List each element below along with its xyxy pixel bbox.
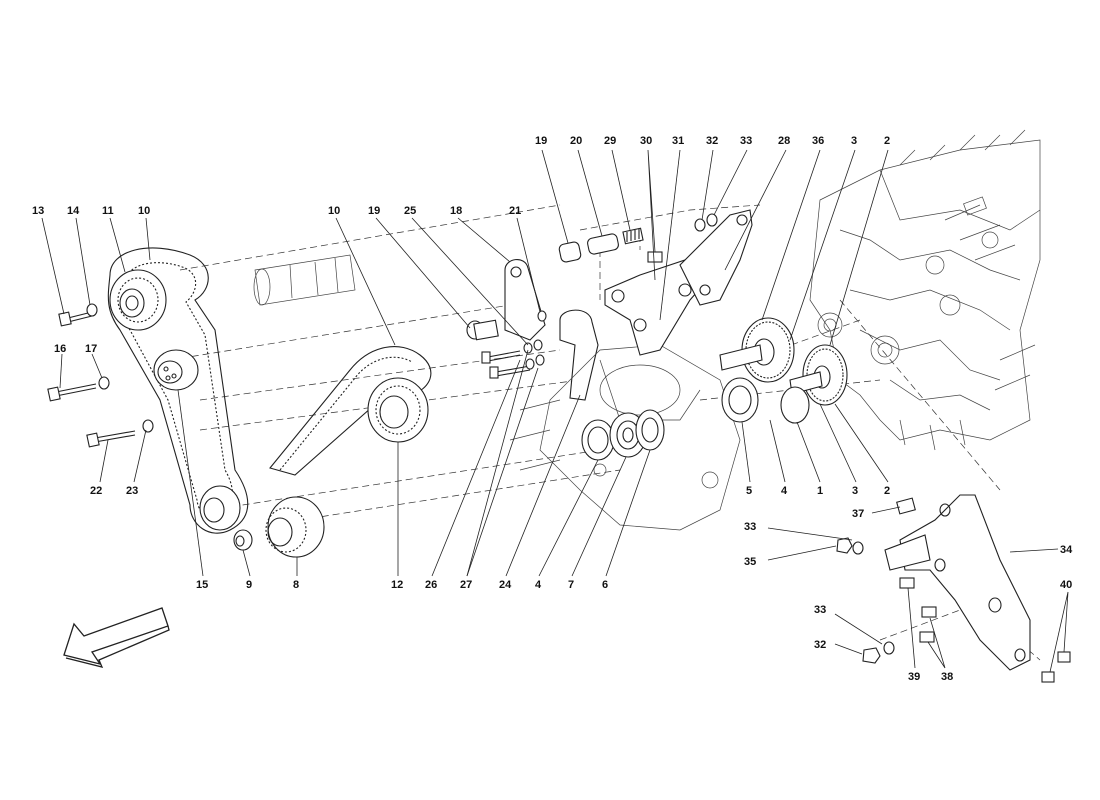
tensioner-bracket xyxy=(466,259,599,401)
callout-34: 34 xyxy=(1060,544,1073,556)
callout-24: 24 xyxy=(499,579,512,591)
camshaft-pulley xyxy=(109,269,167,331)
callout-3-top: 3 xyxy=(851,135,857,147)
callout-29: 29 xyxy=(604,135,616,147)
callout-27: 27 xyxy=(460,579,472,591)
callout-18: 18 xyxy=(450,205,462,217)
idler-pulley xyxy=(199,485,241,531)
callout-25: 25 xyxy=(404,205,416,217)
callout-6: 6 xyxy=(602,579,608,591)
callout-23: 23 xyxy=(126,485,138,497)
callout-13: 13 xyxy=(32,205,44,217)
callout-11: 11 xyxy=(102,205,114,217)
tensioner-pulley xyxy=(153,349,199,391)
callout-17: 17 xyxy=(85,343,97,355)
callout-32-lower: 32 xyxy=(814,639,826,651)
callout-1: 1 xyxy=(817,485,823,497)
callout-9: 9 xyxy=(246,579,252,591)
callout-39: 39 xyxy=(908,671,920,683)
crank-pulley xyxy=(265,496,325,558)
callout-labels: 13 14 11 10 10 19 25 18 21 19 20 29 30 3… xyxy=(32,135,1073,683)
leader-lines xyxy=(41,149,1069,673)
callout-40: 40 xyxy=(1060,579,1072,591)
callout-33-mid: 33 xyxy=(744,521,756,533)
callout-30: 30 xyxy=(640,135,652,147)
screws-left xyxy=(47,303,154,448)
callout-4-bottom: 4 xyxy=(535,579,542,591)
callout-28: 28 xyxy=(778,135,790,147)
callout-36: 36 xyxy=(812,135,824,147)
callout-26: 26 xyxy=(425,579,437,591)
callout-22: 22 xyxy=(90,485,102,497)
callout-19-top: 19 xyxy=(535,135,547,147)
callout-16: 16 xyxy=(54,343,66,355)
callout-32-top: 32 xyxy=(706,135,718,147)
callout-33-lower: 33 xyxy=(814,604,826,616)
callout-2-top: 2 xyxy=(884,135,890,147)
callout-3-bottom: 3 xyxy=(852,485,858,497)
upper-bracket xyxy=(558,209,753,356)
callout-7: 7 xyxy=(568,579,574,591)
callout-38: 38 xyxy=(941,671,953,683)
callout-37: 37 xyxy=(852,508,864,520)
arrow-front-left-icon xyxy=(63,607,170,668)
callout-21: 21 xyxy=(509,205,521,217)
camshaft xyxy=(253,254,356,306)
callout-10-left: 10 xyxy=(138,205,150,217)
engine-block xyxy=(809,129,1041,451)
callout-12: 12 xyxy=(391,579,403,591)
drive-gears xyxy=(719,317,848,424)
callout-4-right: 4 xyxy=(781,485,788,497)
seal-bearing-set xyxy=(581,409,665,461)
callout-10-center: 10 xyxy=(328,205,340,217)
callout-5: 5 xyxy=(746,485,752,497)
callout-8: 8 xyxy=(293,579,299,591)
callout-20: 20 xyxy=(570,135,582,147)
callout-31: 31 xyxy=(672,135,684,147)
callout-33-top: 33 xyxy=(740,135,752,147)
timing-belt-center xyxy=(269,346,432,476)
lower-bracket xyxy=(836,494,1071,683)
callout-35: 35 xyxy=(744,556,756,568)
nut xyxy=(233,529,253,551)
callout-15: 15 xyxy=(196,579,208,591)
callout-2-bottom: 2 xyxy=(884,485,890,497)
callout-19-center: 19 xyxy=(368,205,380,217)
callout-14: 14 xyxy=(67,205,80,217)
